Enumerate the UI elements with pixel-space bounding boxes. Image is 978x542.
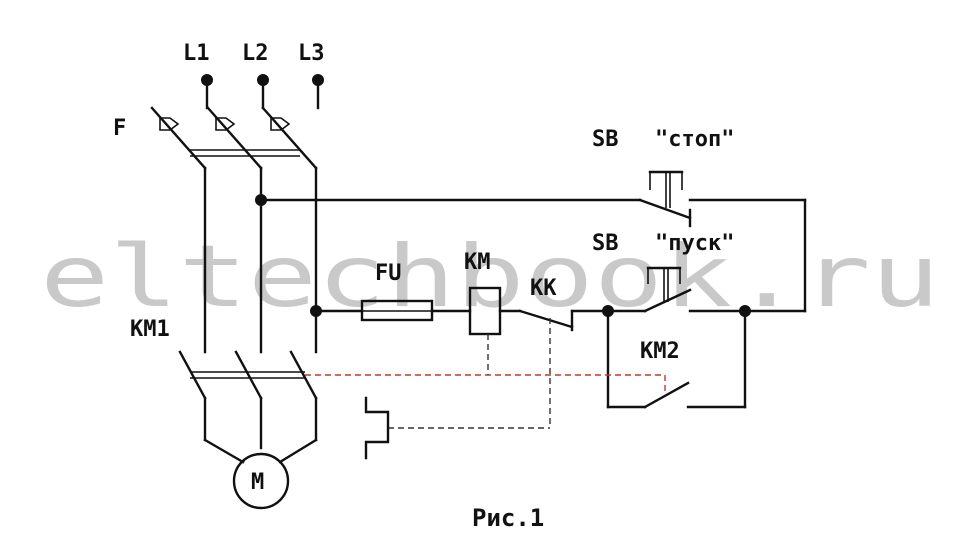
label-start-name: "пуск" [655, 231, 734, 256]
label-l1: L1 [183, 41, 210, 66]
label-km: KM [464, 250, 491, 275]
figure-caption: Рис.1 [472, 504, 544, 532]
hold-contact-km2: KM2 [606, 309, 747, 409]
phase-terminals: L1 L2 L3 [183, 41, 325, 110]
label-km2: KM2 [640, 339, 680, 364]
thermal-element [364, 396, 390, 460]
start-button: SB "пуск" [592, 231, 807, 313]
mechanical-links [305, 318, 666, 429]
label-km1: KM1 [130, 317, 170, 342]
label-kk: KK [530, 276, 557, 301]
motor-circle [232, 452, 290, 510]
motor: M [203, 438, 318, 510]
label-sb-start: SB [592, 231, 619, 256]
breaker-f: F [113, 106, 318, 170]
label-stop-name: "стоп" [655, 127, 734, 152]
label-fu: FU [375, 261, 402, 286]
label-f: F [113, 116, 126, 141]
label-motor: M [251, 470, 264, 495]
label-l2: L2 [242, 41, 269, 66]
label-l3: L3 [298, 41, 325, 66]
stop-button: SB "стоп" [592, 127, 807, 228]
label-sb-stop: SB [592, 127, 619, 152]
contactor-km1: KM1 [130, 317, 318, 450]
fuse-fu: FU [360, 261, 434, 322]
